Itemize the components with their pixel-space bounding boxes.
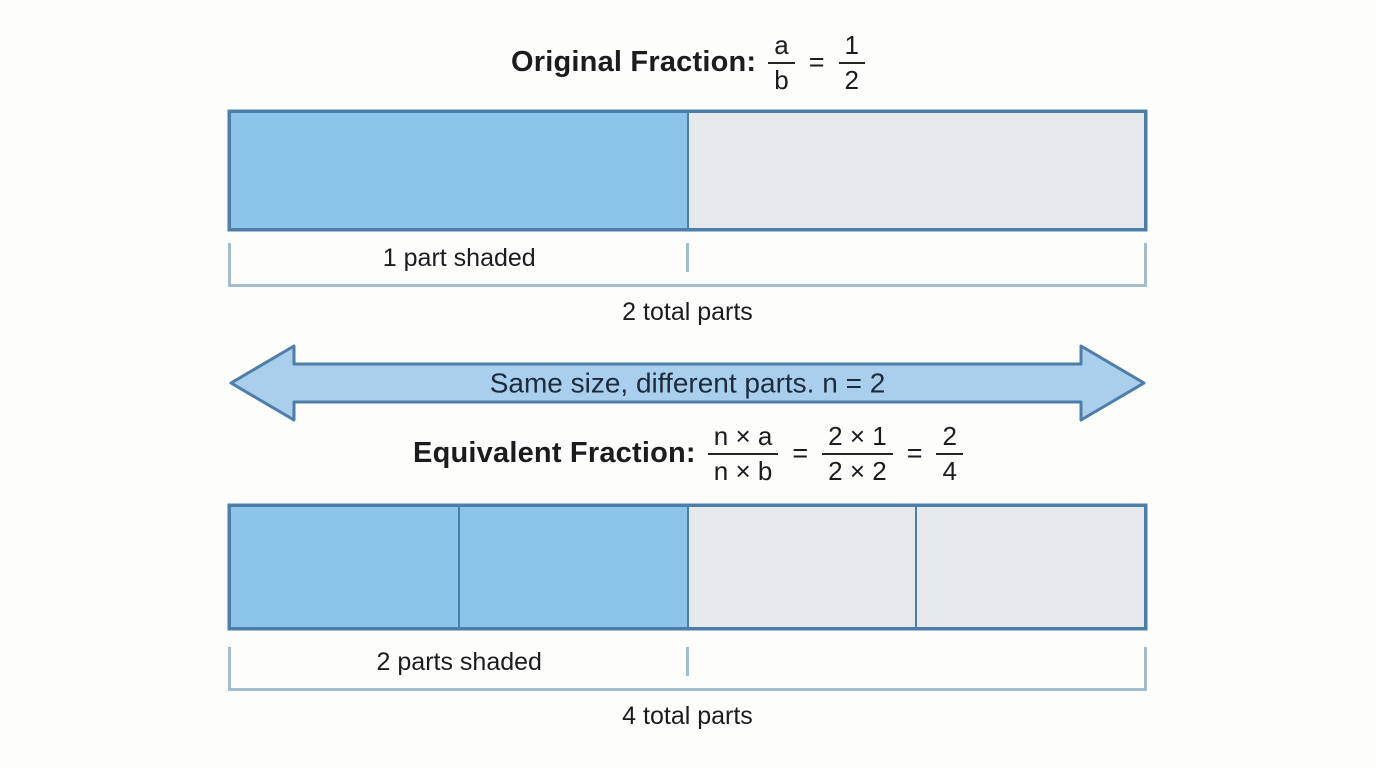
bar-segment-unshaded: [688, 113, 1144, 228]
fraction-numerator: 2 × 1: [822, 421, 893, 455]
equals-sign: =: [906, 438, 923, 469]
equivalent-bar-bracket: 2 parts shaded: [228, 647, 1147, 691]
bar-segment-unshaded: [917, 507, 1144, 627]
fraction-na-over-nb: n × a n × b: [707, 421, 779, 486]
fraction-denominator: 2: [844, 64, 859, 95]
equivalent-shaded-label: 2 parts shaded: [376, 648, 542, 676]
fraction-denominator: n × b: [713, 455, 773, 486]
equivalent-fraction-bar: [228, 504, 1147, 630]
original-fraction-heading-label: Original Fraction:: [510, 46, 757, 79]
arrow-label: Same size, different parts. n = 2: [490, 368, 886, 399]
fraction-1-over-2: 1 2: [838, 30, 865, 95]
bar-segment-shaded: [231, 113, 689, 228]
fraction-numerator: a: [768, 30, 795, 64]
original-fraction-heading: Original Fraction: a b = 1 2: [0, 30, 1376, 95]
bar-segment-unshaded: [688, 507, 918, 627]
original-fraction-bar: [228, 110, 1147, 231]
equivalent-fraction-heading: Equivalent Fraction: n × a n × b = 2 × 1…: [0, 421, 1376, 486]
fraction-denominator: b: [774, 64, 789, 95]
bracket-middle-tick: [686, 647, 689, 676]
bar-segment-shaded: [459, 507, 689, 627]
fraction-2-over-4: 2 4: [936, 421, 963, 486]
original-total-label: 2 total parts: [622, 298, 753, 326]
fraction-2x1-over-2x2: 2 × 1 2 × 2: [822, 421, 893, 486]
fraction-numerator: 2: [936, 421, 963, 455]
equals-sign: =: [792, 438, 809, 469]
original-shaded-label: 1 part shaded: [382, 244, 536, 272]
equivalent-total-label: 4 total parts: [622, 702, 753, 730]
fraction-numerator: 1: [838, 30, 865, 64]
equals-sign: =: [808, 47, 825, 78]
arrow-shape: [229, 344, 1146, 422]
fraction-denominator: 4: [942, 455, 957, 486]
original-bar-bracket: 1 part shaded: [228, 243, 1147, 287]
double-headed-arrow: Same size, different parts. n = 2: [229, 344, 1146, 422]
fraction-denominator: 2 × 2: [828, 455, 887, 486]
fraction-numerator: n × a: [707, 421, 779, 455]
bracket-middle-tick: [686, 243, 689, 272]
bar-segment-shaded: [231, 507, 460, 627]
equivalent-fraction-heading-label: Equivalent Fraction:: [413, 437, 696, 470]
fraction-a-over-b: a b: [768, 30, 795, 95]
